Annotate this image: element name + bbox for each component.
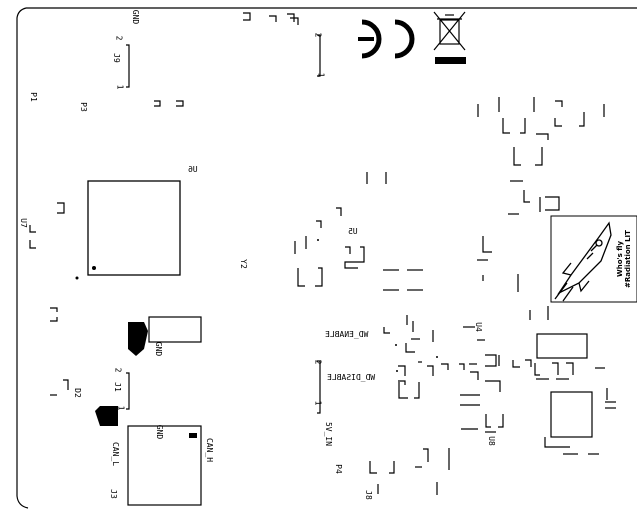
label-wd-enable: WD_ENABLE bbox=[325, 330, 369, 339]
label-gnd-mid: GND bbox=[154, 341, 164, 357]
board-edge bbox=[16, 7, 29, 509]
label-u7: U7 bbox=[18, 218, 28, 228]
logo-line-1: Who's fly bbox=[616, 241, 624, 278]
label-pin2-b: 2 bbox=[313, 32, 323, 38]
label-pin1-d: 1 bbox=[116, 405, 126, 411]
label-j1: J1 bbox=[112, 382, 122, 392]
label-pin2-d: 2 bbox=[113, 367, 123, 373]
label-can-h: CAN_H bbox=[205, 437, 215, 463]
label-pin1-c: 1 bbox=[313, 400, 323, 406]
label-wd-disable: WD_DISABLE bbox=[327, 373, 376, 382]
label-u8: U8 bbox=[486, 436, 496, 446]
label-j3: J3 bbox=[108, 489, 118, 499]
logo-text: Who's fly #Radiation LIT bbox=[616, 217, 635, 301]
label-d2: D2 bbox=[72, 388, 82, 398]
label-p4: P4 bbox=[333, 464, 343, 474]
label-gnd-bottom: GND bbox=[155, 424, 165, 440]
rocket-logo bbox=[554, 221, 612, 302]
ce-mark bbox=[358, 19, 415, 59]
label-u4: U4 bbox=[473, 322, 483, 332]
label-y2: Y2 bbox=[238, 259, 248, 269]
label-pin2-c: 2 bbox=[313, 359, 323, 365]
label-u6: U6 bbox=[188, 165, 198, 174]
label-p1: P1 bbox=[28, 92, 38, 102]
label-can-l: CAN_L bbox=[111, 441, 121, 467]
weee-bin-icon bbox=[433, 11, 466, 51]
label-j8: J8 bbox=[363, 490, 373, 500]
label-pin1-a: 1 bbox=[115, 84, 125, 90]
label-gnd-top: GND bbox=[131, 9, 141, 25]
logo-line-2: #Radiation LIT bbox=[624, 230, 632, 288]
label-j3-top: 1 bbox=[316, 72, 326, 78]
label-u5: U5 bbox=[348, 227, 358, 236]
label-pin2-a: 2 bbox=[114, 35, 124, 41]
label-j9: J9 bbox=[111, 53, 121, 63]
label-p3: P3 bbox=[78, 102, 88, 112]
label-5v-in: 5V_IN bbox=[324, 421, 334, 447]
